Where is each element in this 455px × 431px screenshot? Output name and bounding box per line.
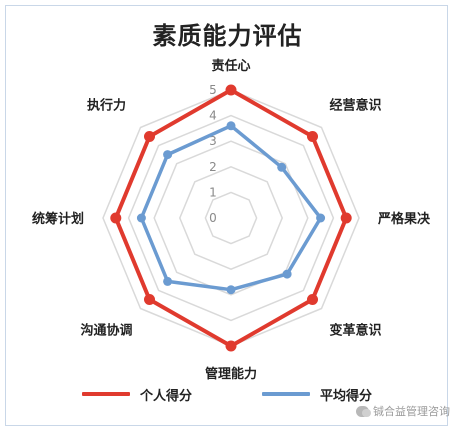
axis-label-7: 统筹计划 xyxy=(32,211,84,227)
legend-label-series-2: 平均得分 xyxy=(320,388,373,404)
legend-item-series-2: 平均得分 xyxy=(262,384,372,404)
wechat-icon xyxy=(356,405,371,417)
series-1-point-5 xyxy=(225,340,237,352)
series-2-point-3 xyxy=(316,213,326,223)
grid-ring-1 xyxy=(204,191,258,245)
axis-label-5: 管理能力 xyxy=(205,366,257,382)
watermark: 铖合益管理咨询 xyxy=(356,402,450,420)
watermark-text: 铖合益管理咨询 xyxy=(373,405,450,418)
axis-label-2: 经营意识 xyxy=(329,98,381,114)
legend-item-series-1: 个人得分 xyxy=(82,384,192,404)
series-2-point-1 xyxy=(226,121,236,131)
tick-label-1: 1 xyxy=(209,185,217,199)
chart-title: 素质能力评估 xyxy=(152,22,303,50)
chart-legend: 个人得分 平均得分 xyxy=(0,384,455,404)
grid-ring-4 xyxy=(127,114,335,322)
axis-label-8: 执行力 xyxy=(87,98,126,114)
axis-label-3: 严格果决 xyxy=(377,211,431,227)
series-2-point-8 xyxy=(163,150,173,160)
tick-label-3: 3 xyxy=(209,134,217,148)
series-2-point-4 xyxy=(282,269,292,279)
legend-line-series-2 xyxy=(262,392,310,396)
tick-label-4: 4 xyxy=(209,109,217,123)
tick-label-0: 0 xyxy=(209,211,217,225)
axis-label-6: 沟通协调 xyxy=(80,323,132,339)
series-1-point-6 xyxy=(144,294,155,305)
series-1-point-8 xyxy=(144,131,155,142)
tick-label-5: 5 xyxy=(209,83,217,97)
axis-label-1: 责任心 xyxy=(211,58,250,74)
tick-label-2: 2 xyxy=(209,160,217,174)
series-1-point-1 xyxy=(225,84,237,96)
axis-label-4: 变革意识 xyxy=(329,323,381,339)
radar-tick-labels: 0 1 2 3 4 5 xyxy=(209,83,217,225)
series-2-point-7 xyxy=(136,213,146,223)
series-2-point-5 xyxy=(226,285,236,295)
series-1-point-4 xyxy=(307,294,318,305)
series-2-point-6 xyxy=(163,276,173,286)
legend-line-series-1 xyxy=(82,392,130,396)
series-1-point-2 xyxy=(307,131,318,142)
series-1-point-7 xyxy=(110,212,122,224)
series-1-point-3 xyxy=(340,212,352,224)
radar-series xyxy=(110,84,352,352)
grid-ring-2 xyxy=(178,165,284,271)
series-2-point-2 xyxy=(277,162,287,172)
legend-label-series-1: 个人得分 xyxy=(140,388,193,404)
chart-frame xyxy=(5,5,448,426)
